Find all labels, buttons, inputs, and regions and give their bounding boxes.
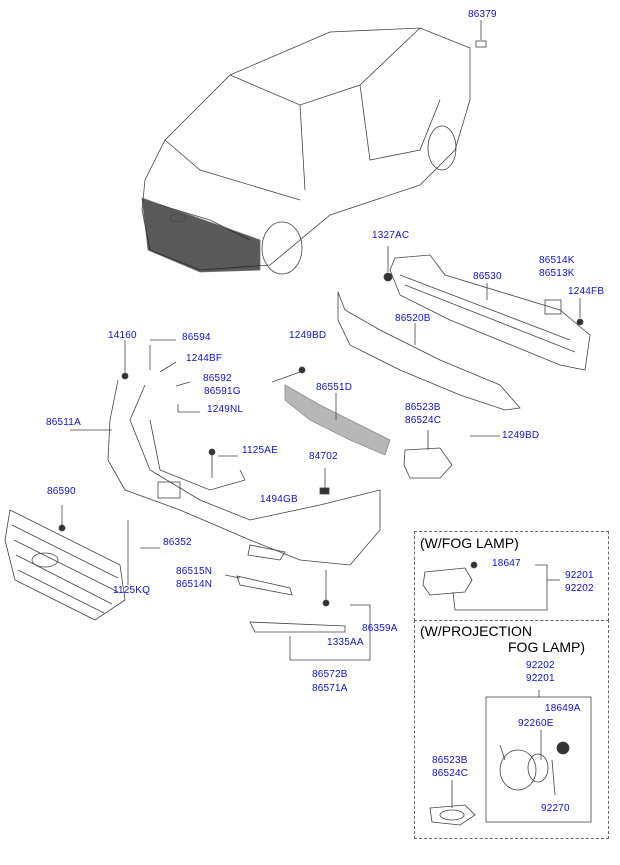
part-label[interactable]: 1249BD <box>502 430 540 441</box>
part-label[interactable]: 92202 <box>565 583 594 594</box>
projection-fog-lamp-variant-box <box>414 620 609 839</box>
part-label[interactable]: 86594 <box>182 332 211 343</box>
part-label[interactable]: 1249BD <box>289 330 327 341</box>
part-label[interactable]: 84702 <box>309 451 338 462</box>
bumper-cover-illustration <box>70 339 381 566</box>
part-label[interactable]: 92201 <box>526 673 555 684</box>
part-label[interactable]: 1327AC <box>372 230 410 241</box>
car-illustration <box>141 20 487 275</box>
part-label[interactable]: 86513K <box>539 268 575 279</box>
part-label[interactable]: 1494GB <box>260 494 298 505</box>
lower-strip-illustration <box>224 570 371 661</box>
part-label[interactable]: 86551D <box>316 382 353 393</box>
bumper-beam-illustration <box>383 246 591 371</box>
part-label[interactable]: 86572B <box>312 669 348 680</box>
projection-title-line2: FOG LAMP) <box>508 639 586 655</box>
part-label[interactable]: 1125AE <box>242 445 279 456</box>
part-label[interactable]: 86530 <box>473 271 502 282</box>
part-label[interactable]: 86514N <box>176 579 213 590</box>
part-label[interactable]: 92260E <box>518 718 554 729</box>
part-label[interactable]: 86523B <box>432 755 468 766</box>
part-label[interactable]: 86523B <box>405 402 441 413</box>
part-label[interactable]: 18647 <box>492 558 521 569</box>
part-label[interactable]: 86515N <box>176 566 213 577</box>
part-label[interactable]: 86590 <box>47 486 76 497</box>
part-label[interactable]: 92201 <box>565 570 594 581</box>
part-label[interactable]: 86514K <box>539 255 575 266</box>
projection-fog-lamp-illustration <box>429 690 592 826</box>
fog-lamp-illustration <box>422 561 560 611</box>
part-label[interactable]: 86524C <box>405 415 442 426</box>
part-label[interactable]: 86571A <box>312 683 348 694</box>
energy-absorber-illustration <box>337 291 521 411</box>
lower-grille-illustration <box>271 366 391 456</box>
fog-lamp-title: (W/FOG LAMP) <box>420 535 519 551</box>
part-label[interactable]: 86511A <box>46 417 81 428</box>
part-label[interactable]: 86379 <box>468 9 497 20</box>
part-label[interactable]: 1244BF <box>186 353 223 364</box>
part-label[interactable]: 86352 <box>163 537 192 548</box>
part-label[interactable]: 92202 <box>526 660 555 671</box>
part-label[interactable]: 1244FB <box>568 286 605 297</box>
part-label[interactable]: 1249NL <box>207 404 244 415</box>
fog-lamp-cover-illustration <box>403 447 453 479</box>
part-label[interactable]: 86591G <box>204 386 241 397</box>
part-label[interactable]: 1335AA <box>327 637 364 648</box>
part-label[interactable]: 86524C <box>432 768 469 779</box>
part-label[interactable]: 1125KQ <box>113 585 151 596</box>
part-label[interactable]: 86520B <box>395 313 431 324</box>
part-label[interactable]: 92270 <box>541 803 570 814</box>
part-label[interactable]: 86359A <box>362 623 398 634</box>
part-label[interactable]: 86592 <box>203 373 232 384</box>
part-label[interactable]: 14160 <box>108 330 137 341</box>
radiator-grille-illustration <box>4 505 160 621</box>
part-label[interactable]: 18649A <box>545 703 581 714</box>
projection-title-line1: (W/PROJECTION <box>420 623 532 639</box>
